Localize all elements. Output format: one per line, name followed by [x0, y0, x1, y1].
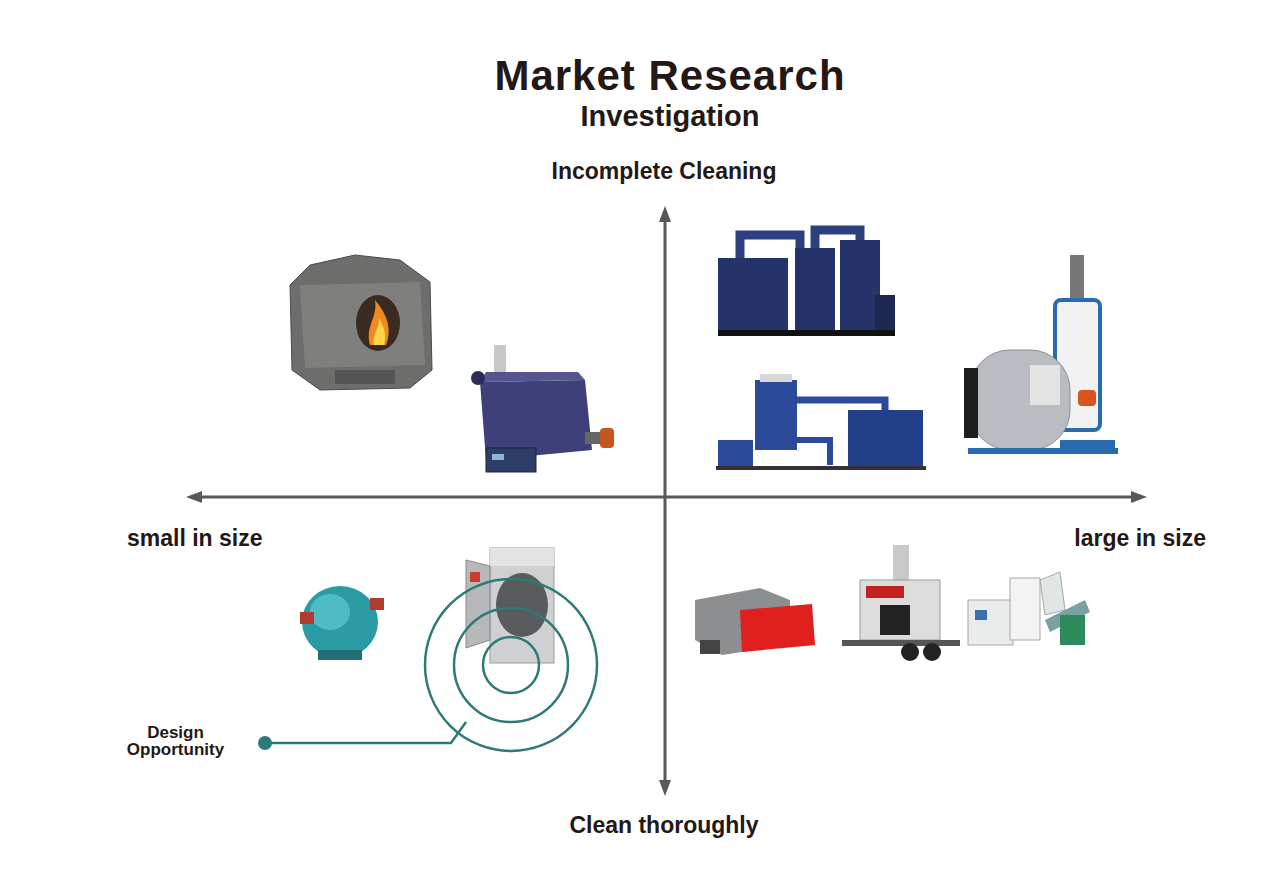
axis-label: large in size [1074, 525, 1206, 552]
boiler-picture [964, 255, 1118, 454]
chart-title: Market Research [494, 52, 845, 100]
shredder-picture [695, 588, 815, 655]
scrubber-picture [716, 374, 926, 470]
axis-label: Clean thoroughly [569, 812, 758, 839]
incinerator-picture [471, 345, 614, 472]
dust-collector-picture [718, 230, 895, 336]
axis-label: Incomplete Cleaning [552, 158, 777, 185]
target-circles [266, 579, 597, 751]
leader-dot [258, 736, 272, 750]
axis-label: small in size [127, 525, 263, 552]
stove-picture [290, 255, 432, 390]
axes [186, 206, 1147, 796]
autoclave-picture [466, 548, 554, 663]
chart-subtitle: Investigation [581, 100, 760, 133]
trailer-incinerator-picture [842, 545, 960, 661]
callout-label: Design Opportunity [108, 725, 243, 758]
processing-line-picture [968, 572, 1090, 645]
gear-unit-picture [300, 586, 384, 660]
